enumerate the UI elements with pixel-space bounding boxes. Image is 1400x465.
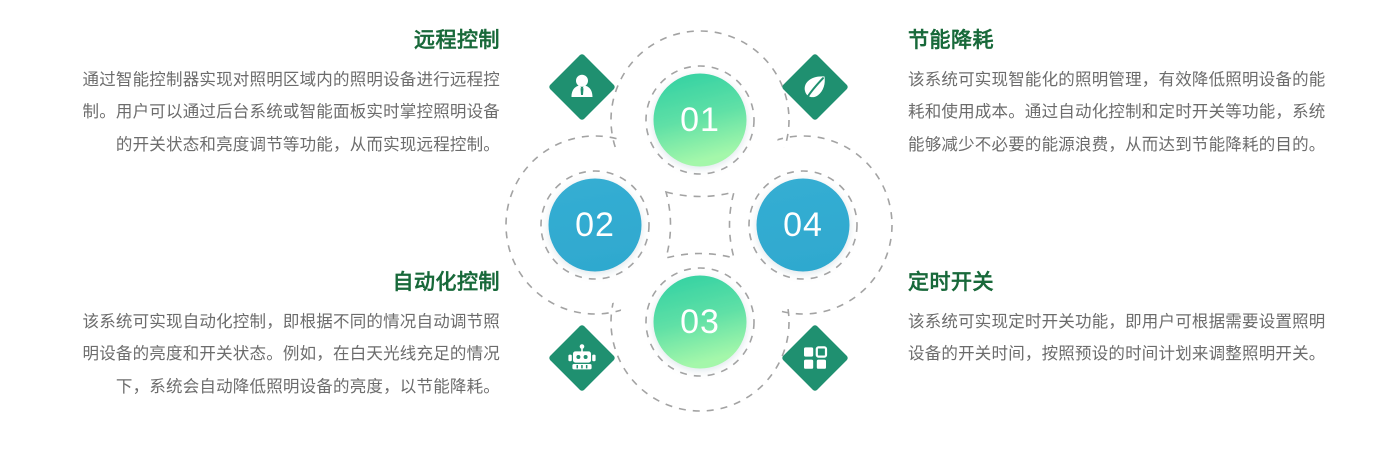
circular-diagram: 01 02 03 04 — [490, 0, 910, 465]
badge-user[interactable] — [548, 53, 616, 121]
feature-body-energy-saving: 该系统可实现智能化的照明管理，有效降低照明设备的能耗和使用成本。通过自动化控制和… — [908, 71, 1326, 154]
node-03[interactable]: 03 — [653, 275, 747, 369]
inner-ring-right — [748, 170, 858, 280]
feature-block-energy-saving: 节能降耗 该系统可实现智能化的照明管理，有效降低照明设备的能耗和使用成本。通过自… — [908, 28, 1338, 161]
node-02-number: 02 — [575, 206, 615, 244]
feature-body-remote-control: 通过智能控制器实现对照明区域内的照明设备进行远程控制。用户可以通过后台系统或智能… — [82, 71, 500, 154]
node-01[interactable]: 01 — [653, 73, 747, 167]
node-03-number: 03 — [680, 303, 720, 341]
feature-title-automation-control: 自动化控制 — [392, 271, 500, 294]
inner-dashed-rings — [540, 65, 858, 377]
diagram-svg: 01 02 03 04 — [505, 30, 893, 412]
robot-icon — [568, 344, 596, 370]
outer-ring-right — [713, 135, 893, 315]
feature-title-remote-control: 远程控制 — [414, 29, 500, 52]
badge-dashboard[interactable] — [781, 324, 849, 392]
outer-ring-bottom — [610, 232, 790, 412]
node-01-circle[interactable] — [653, 73, 747, 167]
badge-user-diamond[interactable] — [548, 53, 616, 121]
user-icon — [571, 74, 593, 97]
node-04-number: 04 — [783, 206, 823, 244]
dashboard-icon — [804, 346, 828, 369]
node-04-circle[interactable] — [756, 178, 850, 272]
center-squircle — [664, 190, 736, 260]
badge-robot[interactable] — [548, 324, 616, 392]
feature-block-automation-control: 自动化控制 该系统可实现自动化控制，即根据不同的情况自动调节照明设备的亮度和开关… — [70, 270, 500, 403]
feature-title-timed-switch: 定时开关 — [908, 271, 994, 294]
node-03-circle[interactable] — [653, 275, 747, 369]
inner-ring-bottom — [645, 267, 755, 377]
feature-body-automation-control: 该系统可实现自动化控制，即根据不同的情况自动调节照明设备的亮度和开关状态。例如，… — [82, 313, 500, 396]
outer-ring-top — [610, 30, 790, 210]
badge-dashboard-diamond[interactable] — [781, 324, 849, 392]
feature-block-remote-control: 远程控制 通过智能控制器实现对照明区域内的照明设备进行远程控制。用户可以通过后台… — [70, 28, 500, 161]
node-02[interactable]: 02 — [548, 178, 642, 272]
center-squircle-mask — [662, 187, 738, 263]
node-01-number: 01 — [680, 101, 720, 139]
leaf-icon — [804, 76, 825, 98]
inner-ring-top — [645, 65, 755, 175]
feature-title-energy-saving: 节能降耗 — [908, 29, 994, 52]
badge-leaf[interactable] — [781, 53, 849, 121]
feature-block-timed-switch: 定时开关 该系统可实现定时开关功能，即用户可根据需要设置照明设备的开关时间，按照… — [908, 270, 1338, 371]
node-04[interactable]: 04 — [756, 178, 850, 272]
feature-body-timed-switch: 该系统可实现定时开关功能，即用户可根据需要设置照明设备的开关时间，按照预设的时间… — [908, 313, 1326, 364]
node-02-circle[interactable] — [548, 178, 642, 272]
inner-ring-left — [540, 170, 650, 280]
